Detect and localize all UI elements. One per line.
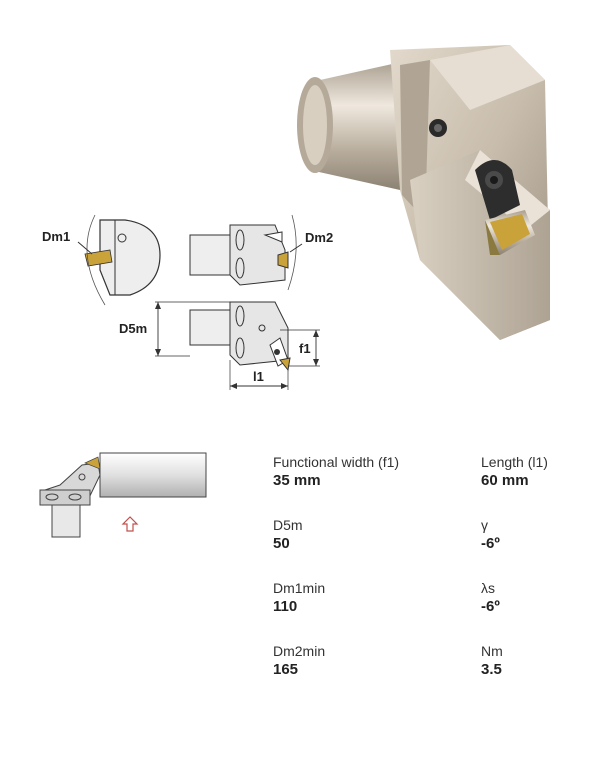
spec-label: D5m — [273, 517, 303, 533]
spec-value: 35 mm — [273, 472, 321, 489]
spec-dm1min: Dm1min 110 — [273, 579, 453, 617]
spec-label: Length (l1) — [481, 454, 548, 470]
spec-label: γ — [481, 517, 488, 533]
spec-value: 165 — [273, 661, 299, 678]
spec-label: Dm1min — [273, 580, 326, 596]
spec-nm: Nm 3.5 — [481, 642, 591, 680]
spec-label: Functional width (f1) — [273, 454, 400, 470]
spec-gamma: γ -6º — [481, 516, 591, 554]
spec-dm2min: Dm2min 165 — [273, 642, 453, 680]
tool-holder-photo — [297, 45, 550, 340]
spec-label: Dm2min — [273, 643, 326, 659]
spec-value: -6º — [481, 535, 500, 552]
spec-d5m: D5m 50 — [273, 516, 453, 554]
spec-length: Length (l1) 60 mm — [481, 453, 591, 491]
spec-label: λs — [481, 580, 495, 596]
spec-value: 3.5 — [481, 661, 502, 678]
spec-value: 60 mm — [481, 472, 529, 489]
label-dm2: Dm2 — [305, 230, 334, 245]
spec-label: Nm — [481, 643, 503, 659]
label-l1: l1 — [253, 369, 264, 384]
spec-lambda: λs -6º — [481, 579, 591, 617]
spec-functional-width: Functional width (f1) 35 mm — [273, 453, 453, 491]
label-f1: f1 — [299, 341, 311, 356]
label-dm1: Dm1 — [42, 229, 71, 244]
label-d5m: D5m — [119, 321, 148, 336]
operation-diagram — [39, 452, 207, 538]
spec-value: 50 — [273, 535, 290, 552]
dimension-diagram — [77, 214, 320, 390]
spec-value: 110 — [273, 598, 298, 615]
spec-value: -6º — [481, 598, 500, 615]
